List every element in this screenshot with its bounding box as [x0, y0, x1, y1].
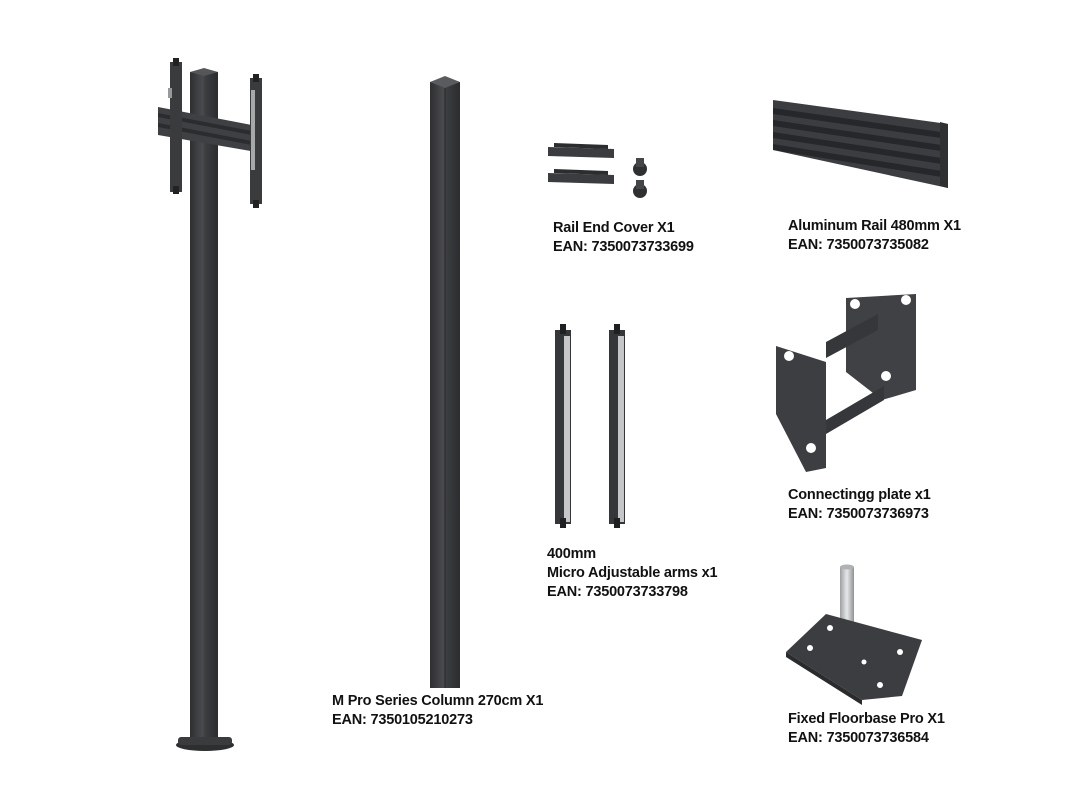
aluminum-rail-image — [773, 100, 948, 188]
column-image — [430, 76, 460, 688]
column-label: M Pro Series Column 270cm X1 EAN: 735010… — [332, 692, 543, 730]
product-ean: EAN: 7350073735082 — [788, 237, 929, 253]
floor-base-label: Fixed Floorbase Pro X1 EAN: 735007373658… — [788, 710, 945, 748]
assembled-column-image — [158, 58, 262, 751]
product-name: Fixed Floorbase Pro X1 — [788, 711, 945, 727]
product-ean: EAN: 7350073733699 — [553, 239, 694, 255]
aluminum-rail-label: Aluminum Rail 480mm X1 EAN: 735007373508… — [788, 217, 961, 255]
product-name: Rail End Cover X1 — [553, 220, 675, 236]
connecting-plate-image — [776, 294, 916, 472]
floor-base-image — [786, 564, 922, 705]
adjustable-arms-image — [555, 324, 625, 528]
product-name: M Pro Series Column 270cm X1 — [332, 693, 544, 709]
product-size: 400mm — [547, 546, 596, 562]
product-name: Aluminum Rail 480mm X1 — [788, 218, 961, 234]
connecting-plate-label: Connectingg plate x1 EAN: 7350073736973 — [788, 486, 931, 524]
rail-end-cover-image — [548, 143, 647, 198]
adjustable-arms-label: 400mm Micro Adjustable arms x1 EAN: 7350… — [547, 545, 718, 602]
product-ean: EAN: 7350073733798 — [547, 584, 688, 600]
product-ean: EAN: 7350105210273 — [332, 712, 473, 728]
rail-end-cover-label: Rail End Cover X1 EAN: 7350073733699 — [553, 219, 694, 257]
product-name: Connectingg plate x1 — [788, 487, 931, 503]
product-ean: EAN: 7350073736584 — [788, 730, 929, 746]
product-ean: EAN: 7350073736973 — [788, 506, 929, 522]
product-name: Micro Adjustable arms x1 — [547, 565, 718, 581]
